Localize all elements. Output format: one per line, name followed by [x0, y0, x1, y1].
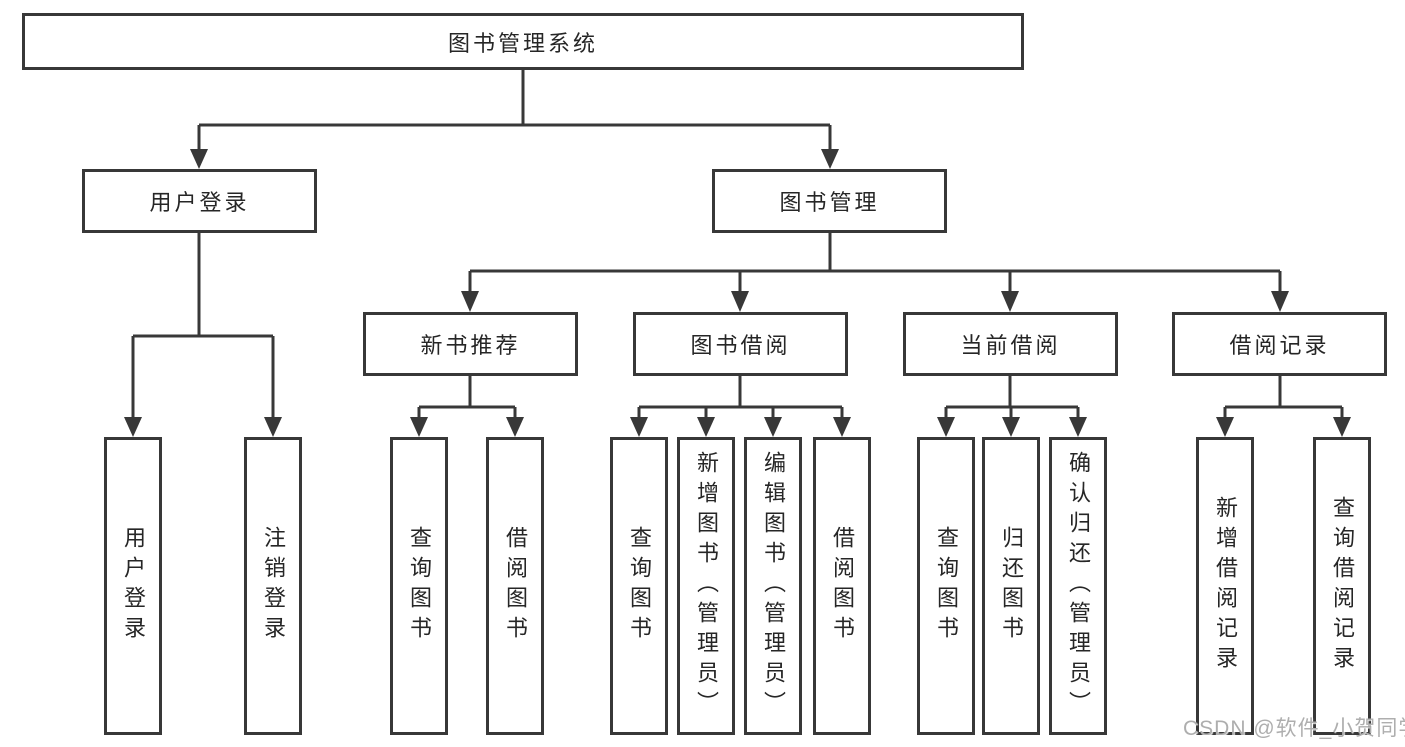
leaf-edit-book-admin: 编辑图书（管理员） [744, 437, 802, 735]
leaf-return-books-label: 归还图书 [999, 526, 1024, 646]
leaf-add-book-admin-label: 新增图书（管理员） [694, 451, 719, 721]
connector-book-borrow-to-leaves [630, 376, 851, 437]
leaf-logout: 注销登录 [244, 437, 302, 735]
connector-new-book-recommend-to-leaves [410, 376, 524, 437]
node-borrow-records: 借阅记录 [1172, 312, 1387, 376]
node-user-login-label: 用户登录 [149, 190, 250, 215]
arrow-down-icon [1271, 291, 1289, 312]
connector-borrow-records-to-leaves [1216, 376, 1351, 437]
node-new-book-recommend-label: 新书推荐 [420, 333, 521, 358]
node-current-borrow: 当前借阅 [903, 312, 1118, 376]
leaf-edit-book-admin-label: 编辑图书（管理员） [761, 451, 786, 721]
arrow-down-icon [410, 417, 428, 437]
connector-current-borrow-to-leaves [937, 376, 1087, 437]
leaf-add-book-admin: 新增图书（管理员） [677, 437, 735, 735]
arrow-down-icon [764, 417, 782, 437]
csdn-watermark: CSDN @软件_小贺同学 [1183, 717, 1405, 740]
leaf-query-books-current: 查询图书 [917, 437, 975, 735]
leaf-add-borrow-record-label: 新增借阅记录 [1213, 496, 1238, 676]
leaf-query-books-recommend-label: 查询图书 [407, 526, 432, 646]
leaf-query-books-recommend: 查询图书 [390, 437, 448, 735]
node-current-borrow-label: 当前借阅 [960, 333, 1061, 358]
arrow-down-icon [506, 417, 524, 437]
leaf-confirm-return-admin: 确认归还（管理员） [1049, 437, 1107, 735]
arrow-down-icon [630, 417, 648, 437]
leaf-confirm-return-admin-label: 确认归还（管理员） [1066, 451, 1091, 721]
arrow-down-icon [1216, 417, 1234, 437]
leaf-query-books-current-label: 查询图书 [934, 526, 959, 646]
node-new-book-recommend: 新书推荐 [363, 312, 578, 376]
node-book-management: 图书管理 [712, 169, 947, 233]
arrow-down-icon [937, 417, 955, 437]
node-book-borrow-label: 图书借阅 [690, 333, 791, 358]
arrow-down-icon [731, 291, 749, 312]
node-user-login: 用户登录 [82, 169, 317, 233]
leaf-query-borrow-record: 查询借阅记录 [1313, 437, 1371, 735]
arrow-down-icon [833, 417, 851, 437]
arrow-down-icon [1069, 417, 1087, 437]
arrow-down-icon [264, 417, 282, 437]
leaf-logout-label: 注销登录 [261, 526, 286, 646]
node-borrow-records-label: 借阅记录 [1229, 333, 1330, 358]
arrow-down-icon [697, 417, 715, 437]
node-book-management-label: 图书管理 [779, 190, 880, 215]
connector-user-login-to-leaves [124, 233, 282, 437]
node-root-system: 图书管理系统 [22, 13, 1024, 70]
leaf-borrow-books-borrow-label: 借阅图书 [830, 526, 855, 646]
connector-root-to-level2 [190, 70, 839, 169]
leaf-query-books-borrow-label: 查询图书 [627, 526, 652, 646]
arrow-down-icon [821, 149, 839, 169]
leaf-return-books: 归还图书 [982, 437, 1040, 735]
arrow-down-icon [461, 291, 479, 312]
leaf-borrow-books-recommend-label: 借阅图书 [503, 526, 528, 646]
node-root-system-label: 图书管理系统 [447, 30, 598, 56]
arrow-down-icon [1333, 417, 1351, 437]
leaf-borrow-books-borrow: 借阅图书 [813, 437, 871, 735]
connector-book-management-to-level3 [461, 233, 1289, 312]
arrow-down-icon [1001, 291, 1019, 312]
arrow-down-icon [190, 149, 208, 169]
leaf-user-login-label: 用户登录 [121, 526, 146, 646]
leaf-add-borrow-record: 新增借阅记录 [1196, 437, 1254, 735]
arrow-down-icon [124, 417, 142, 437]
arrow-down-icon [1002, 417, 1020, 437]
node-book-borrow: 图书借阅 [633, 312, 848, 376]
leaf-query-books-borrow: 查询图书 [610, 437, 668, 735]
leaf-borrow-books-recommend: 借阅图书 [486, 437, 544, 735]
leaf-query-borrow-record-label: 查询借阅记录 [1330, 496, 1355, 676]
leaf-user-login: 用户登录 [104, 437, 162, 735]
